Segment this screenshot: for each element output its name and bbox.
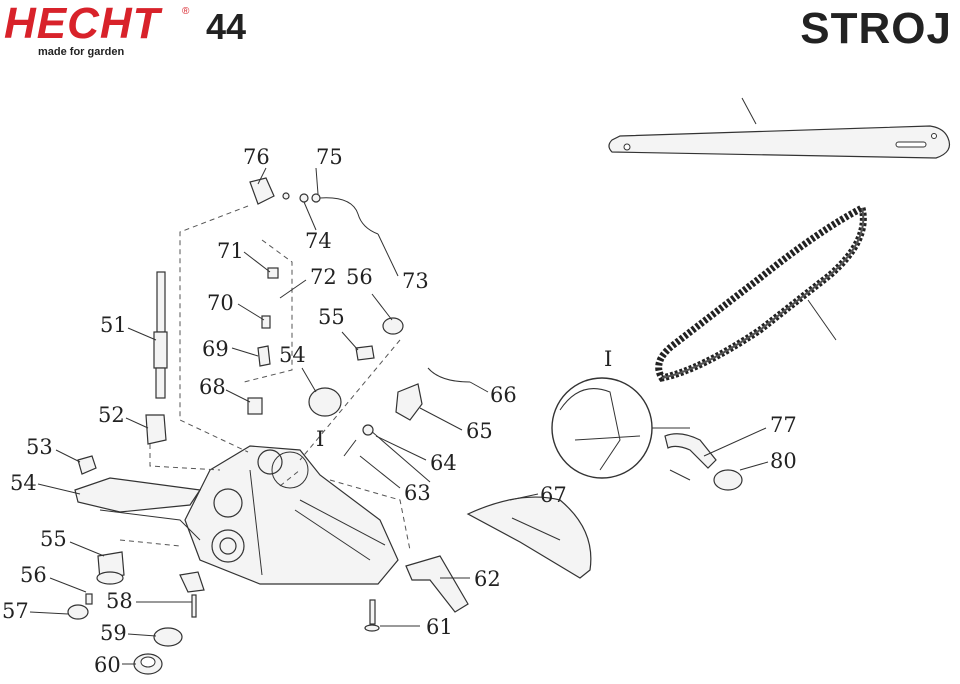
section-title: STROJ bbox=[800, 4, 952, 53]
saw-chain bbox=[655, 202, 867, 382]
fuel-line-parts bbox=[247, 177, 379, 415]
callout-77: 80 bbox=[770, 449, 797, 473]
callout-73: 74 bbox=[305, 229, 332, 253]
callout-69: 70 bbox=[207, 291, 234, 315]
callout-55: 56 bbox=[20, 563, 47, 587]
callout-56: 57 bbox=[2, 599, 29, 623]
callout-63: 64 bbox=[430, 451, 457, 475]
callout-51: 52 bbox=[98, 403, 125, 427]
callout-54-upper: 54 bbox=[279, 343, 306, 367]
callout-59: 60 bbox=[94, 653, 121, 677]
callout-55-upper: 55 bbox=[318, 305, 345, 329]
connection-lines bbox=[119, 205, 411, 551]
callout-53: 54 bbox=[10, 471, 37, 495]
callout-labels: 76 75 74 73 71 72 56 70 55 69 54 68 51 5… bbox=[2, 145, 797, 677]
callout-60: 61 bbox=[426, 615, 453, 639]
brand-tagline: made for garden bbox=[38, 46, 125, 58]
detail-marker-housing: I bbox=[316, 427, 324, 451]
side-cover bbox=[466, 496, 592, 579]
callout-62: 63 bbox=[404, 481, 431, 505]
callout-76: 77 bbox=[770, 413, 797, 437]
callout-75: 76 bbox=[243, 145, 270, 169]
callout-57: 58 bbox=[106, 589, 133, 613]
detail-marker-view: I bbox=[604, 347, 612, 371]
callout-56-upper: 56 bbox=[346, 265, 373, 289]
callout-61: 62 bbox=[474, 567, 501, 591]
chain-brake-parts bbox=[343, 367, 471, 483]
callout-71: 72 bbox=[310, 265, 337, 289]
callout-58: 59 bbox=[100, 621, 127, 645]
oil-pump-parts bbox=[77, 271, 168, 475]
callout-52: 53 bbox=[26, 435, 53, 459]
cap-parts-left bbox=[67, 551, 205, 675]
callout-66: 67 bbox=[540, 483, 567, 507]
callout-70: 71 bbox=[217, 239, 244, 263]
registered-mark: ® bbox=[182, 6, 190, 17]
main-housing bbox=[74, 445, 399, 585]
model-number: 44 bbox=[206, 6, 247, 47]
callout-72: 73 bbox=[402, 269, 429, 293]
callout-64: 65 bbox=[466, 419, 493, 443]
leader-lines bbox=[29, 97, 837, 665]
brand-logo: HECHT ® made for garden bbox=[4, 0, 189, 59]
callout-54: 55 bbox=[40, 527, 67, 551]
callout-68: 69 bbox=[202, 337, 229, 361]
guide-bar bbox=[608, 125, 951, 159]
callout-50: 51 bbox=[100, 313, 127, 337]
detail-view bbox=[551, 377, 743, 491]
brand-name: HECHT bbox=[4, 0, 161, 48]
front-handle bbox=[364, 555, 469, 632]
callout-65: 66 bbox=[490, 383, 517, 407]
callout-67: 68 bbox=[199, 375, 226, 399]
upper-cap-parts bbox=[308, 317, 404, 417]
callout-74: 75 bbox=[316, 145, 343, 169]
